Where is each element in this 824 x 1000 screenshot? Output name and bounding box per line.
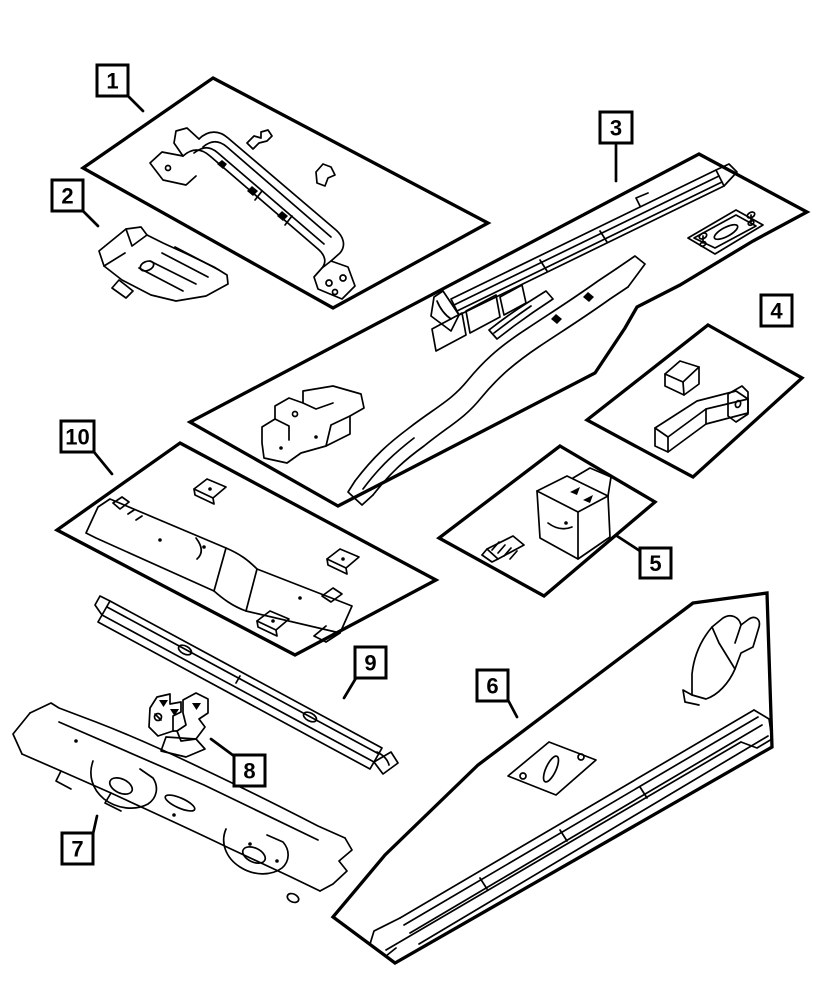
callout-box-10[interactable] [59,419,96,454]
part-9-side-rail [94,595,399,775]
callout-number-1: 1 [106,69,118,94]
callout-leader-9 [342,676,358,700]
callout-box-4[interactable] [759,293,794,328]
callout-number-2: 2 [61,184,73,209]
callout-box-1[interactable] [95,63,130,98]
callout-leader-7 [91,814,99,836]
group-outline-5 [435,444,658,598]
part-5-support-box [481,467,612,563]
part-4-rail-bracket-channel [654,360,749,453]
group-outline-10 [53,441,440,657]
part-6-corner-bracket [682,615,761,706]
part-6-rocker-sill [369,709,773,957]
callout-leader-5 [615,534,642,553]
callout-leader-8 [209,737,236,758]
callout-box-7[interactable] [60,831,95,866]
part-3-frame-s-rail [347,255,646,506]
callout-number-8: 8 [243,759,255,784]
callout-leader-2 [81,209,100,228]
part-2-skid-plate [98,226,229,302]
callout-leader-1 [126,94,145,113]
callout-1[interactable]: 1 [95,63,145,113]
callout-7[interactable]: 7 [60,814,99,866]
callout-leader-10 [92,450,114,476]
callout-number-5: 5 [649,551,661,576]
callout-5[interactable]: 5 [615,534,673,580]
callout-box-8[interactable] [232,753,267,788]
group-outline-3 [186,152,811,508]
part-6-slotted-plate [507,741,597,796]
callout-number-10: 10 [65,425,89,450]
callout-box-6[interactable] [475,668,510,703]
callout-6[interactable]: 6 [475,668,519,719]
callout-leader-6 [506,698,519,719]
callout-10[interactable]: 10 [59,419,114,476]
callout-9[interactable]: 9 [342,645,388,700]
callout-box-9[interactable] [353,645,388,680]
part-1-cowl-crossmember [149,127,356,300]
callout-number-7: 7 [71,837,83,862]
callout-box-3[interactable] [598,110,634,145]
callout-8[interactable]: 8 [209,737,267,788]
callout-2[interactable]: 2 [50,178,100,228]
callout-number-3: 3 [610,116,622,141]
callout-box-5[interactable] [638,546,673,580]
part-7-rear-crossmember-panel [12,702,353,904]
callout-4[interactable]: 4 [759,293,794,328]
callout-number-9: 9 [364,651,376,676]
part-3-step-bracket [261,385,365,464]
callout-box-2[interactable] [50,178,85,213]
callout-number-4: 4 [770,299,783,324]
callout-3[interactable]: 3 [598,110,634,183]
group-outline-4 [583,323,805,480]
group-outline-1 [79,76,492,310]
part-3-bolt-bracket-plate [687,209,764,255]
group-outline-6 [330,591,774,965]
part-8-mount-bracket-cluster [148,692,209,758]
callout-number-6: 6 [486,674,498,699]
part-10-floor-crossmember-panel [85,478,360,643]
